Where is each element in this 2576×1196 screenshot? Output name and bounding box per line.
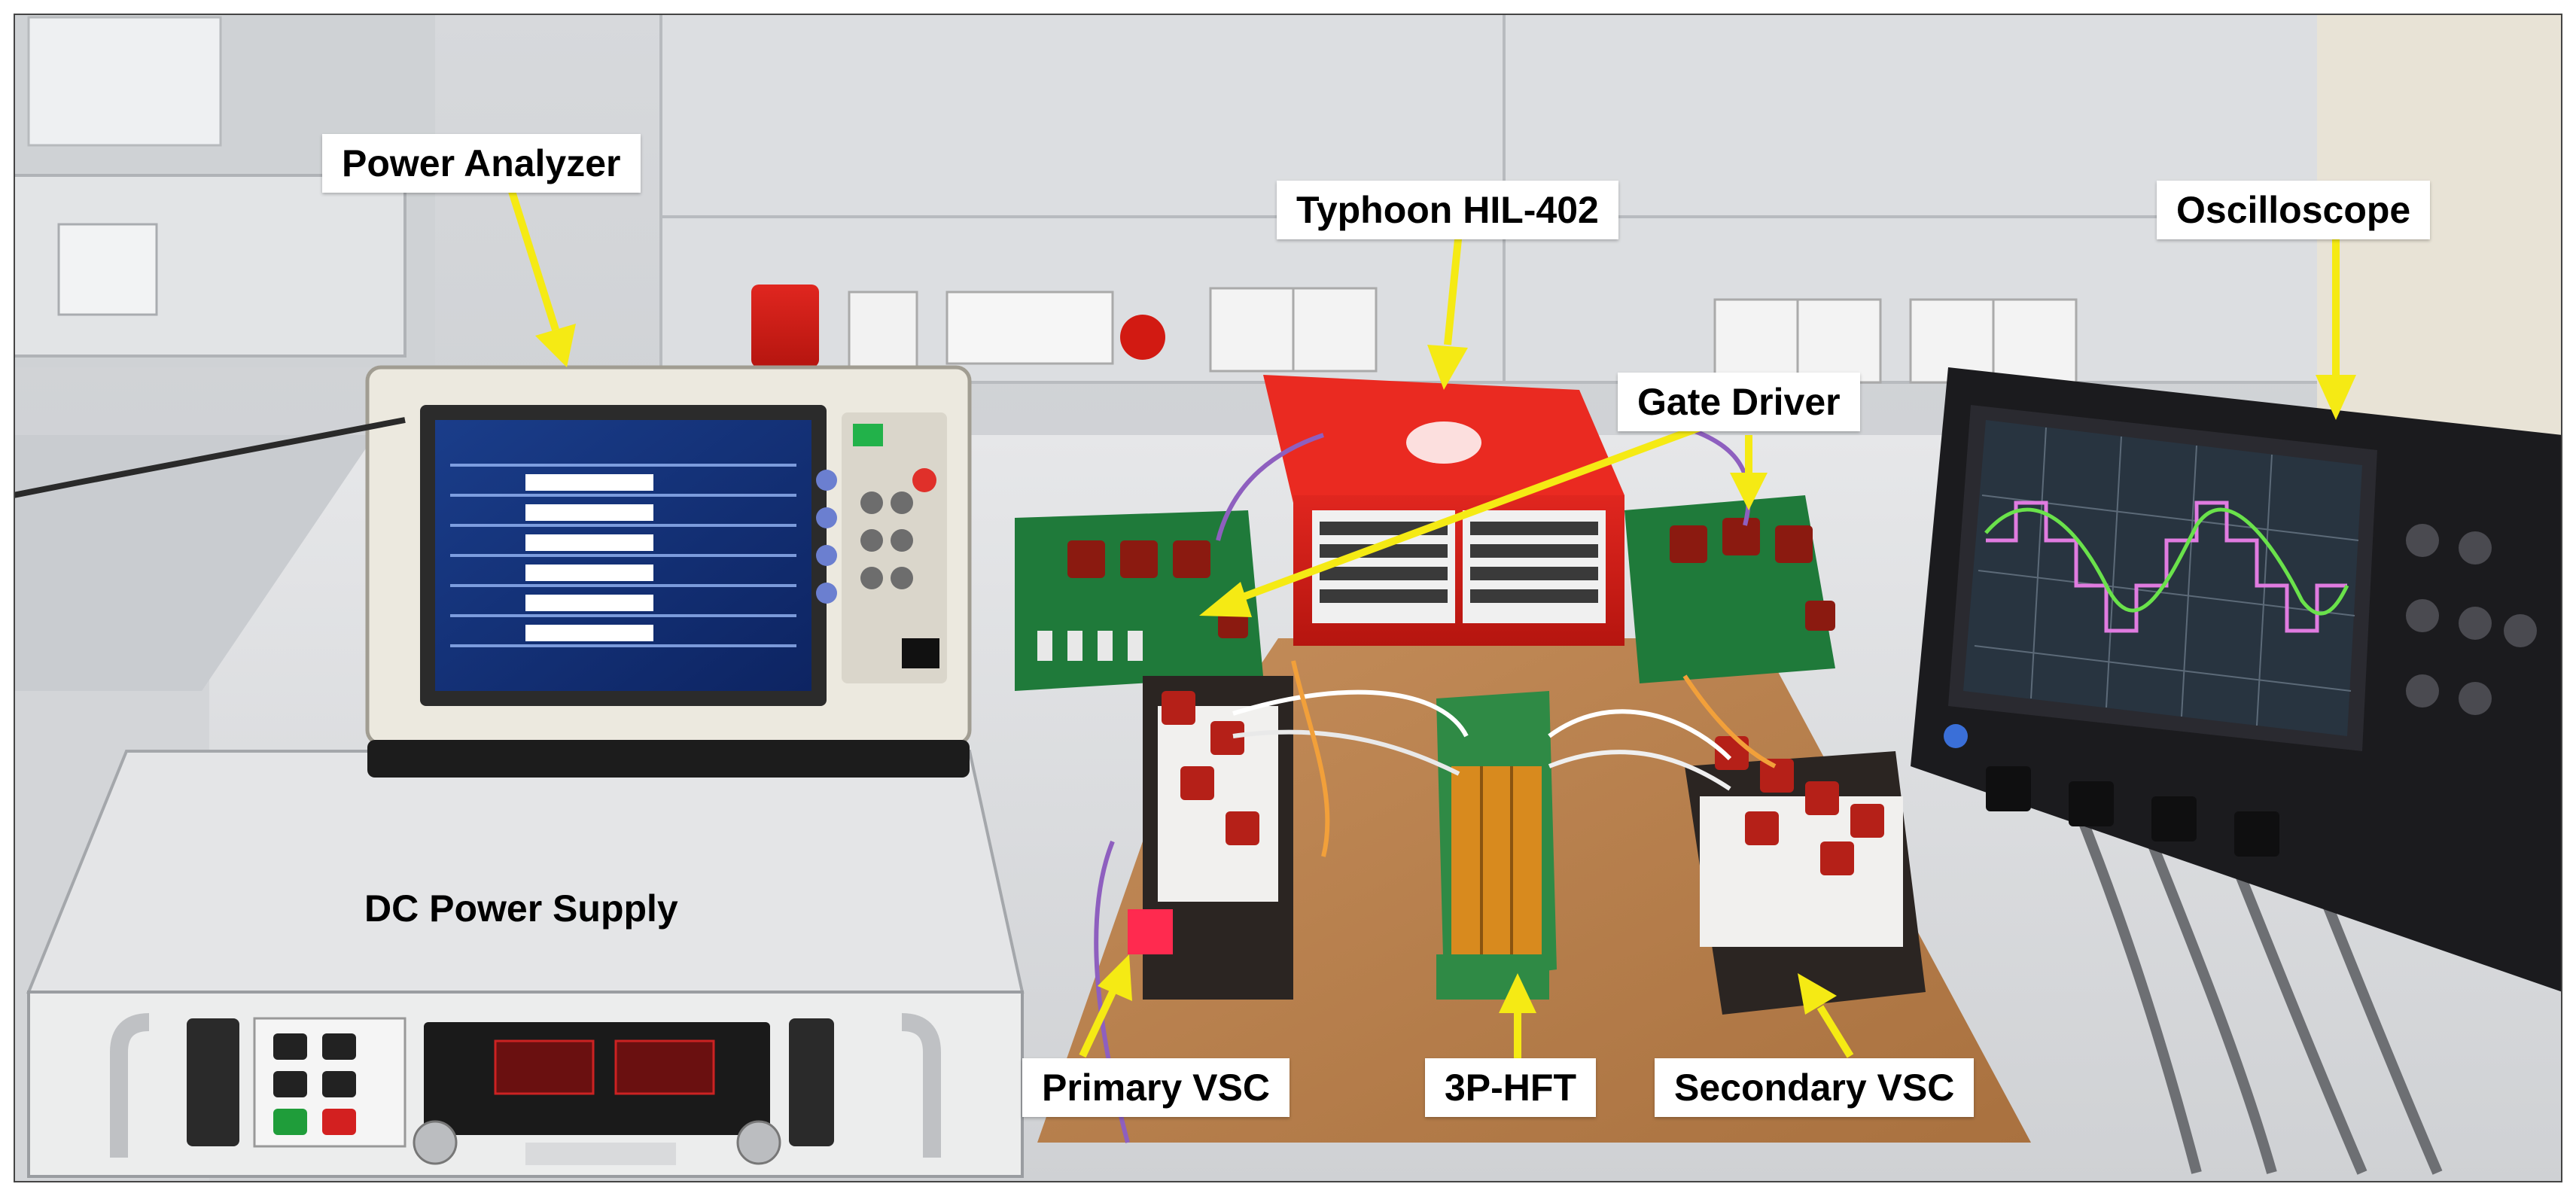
arrow-gate-driver-left bbox=[1199, 424, 1701, 617]
oscilloscope bbox=[1911, 367, 2562, 992]
label-power-analyzer: Power Analyzer bbox=[322, 134, 641, 193]
arrow-gate-driver-right bbox=[1730, 435, 1768, 510]
label-gate-driver: Gate Driver bbox=[1618, 373, 1860, 431]
three-phase-hft bbox=[1436, 691, 1557, 1000]
arrow-hft bbox=[1499, 973, 1536, 1064]
arrow-secondary-vsc bbox=[1798, 973, 1854, 1058]
arrow-primary-vsc bbox=[1079, 954, 1132, 1058]
wall-notice bbox=[27, 16, 222, 147]
label-dc-power-supply: DC Power Supply bbox=[364, 887, 678, 930]
gate-driver-right bbox=[1624, 495, 1835, 683]
lab-setup-photo: Power Analyzer Typhoon HIL-402 Oscillosc… bbox=[14, 14, 2562, 1182]
label-3p-hft: 3P-HFT bbox=[1425, 1058, 1596, 1117]
annotation-arrows bbox=[507, 185, 2356, 1064]
typhoon-hil-402 bbox=[1263, 375, 1624, 646]
primary-vsc bbox=[1128, 676, 1293, 1000]
gate-driver-left bbox=[1015, 510, 1263, 691]
dc-power-supply bbox=[26, 750, 1025, 1178]
secondary-vsc bbox=[1685, 736, 1926, 1015]
scene bbox=[14, 14, 2562, 1182]
arrow-power-analyzer bbox=[507, 185, 576, 367]
power-analyzer bbox=[365, 365, 972, 778]
arrow-typhoon bbox=[1427, 231, 1468, 390]
arrow-oscilloscope bbox=[2316, 232, 2356, 420]
label-primary-vsc: Primary VSC bbox=[1022, 1058, 1290, 1117]
label-oscilloscope: Oscilloscope bbox=[2157, 181, 2431, 239]
wall-socket-left bbox=[57, 223, 158, 316]
label-secondary-vsc: Secondary VSC bbox=[1655, 1058, 1975, 1117]
label-typhoon-hil: Typhoon HIL-402 bbox=[1277, 181, 1618, 239]
wall-sockets bbox=[751, 285, 2078, 384]
